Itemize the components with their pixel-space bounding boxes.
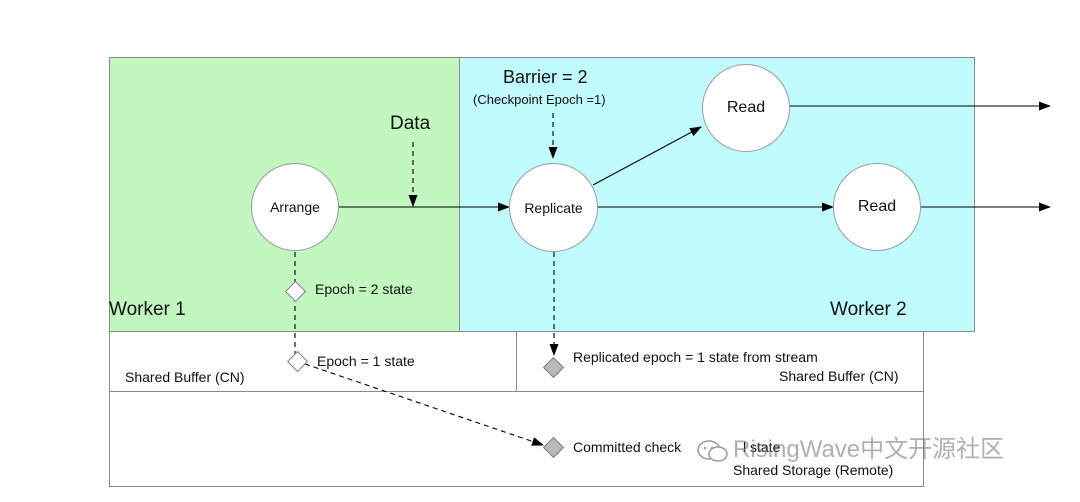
epoch2-state-label: Epoch = 2 state: [315, 281, 413, 297]
replicate-label: Replicate: [524, 199, 583, 216]
shared-storage-region: [109, 391, 924, 487]
arrange-node: Arrange: [251, 163, 339, 251]
read-right-node: Read: [833, 163, 921, 251]
wechat-watermark-icon: [697, 440, 728, 462]
committed-state-label: Committed check: [573, 439, 682, 455]
read-top-node: Read: [702, 64, 790, 152]
data-label: Data: [390, 113, 431, 134]
replicated-state-label: Replicated epoch = 1 state from stream: [573, 349, 818, 365]
commit-dashed-arrow: [304, 363, 544, 446]
replicate-node: Replicate: [509, 163, 598, 252]
shared-storage-label: Shared Storage (Remote): [733, 462, 894, 478]
replicate-to-read-top-arrow: [592, 126, 702, 186]
worker-1-label: Worker 1: [109, 299, 186, 320]
read-top-label: Read: [726, 99, 766, 116]
arrange-label: Arrange: [270, 199, 320, 215]
read-right-label: Read: [857, 198, 897, 215]
barrier-label: Barrier = 2: [503, 67, 588, 87]
checkpoint-epoch-label: (Checkpoint Epoch =1): [473, 92, 606, 107]
shared-buffer-right-label: Shared Buffer (CN): [779, 368, 899, 384]
shared-buffer-left-label: Shared Buffer (CN): [125, 369, 245, 385]
shared-buffer-right-region: [516, 331, 924, 392]
committed-state-label-tail: l state: [743, 439, 781, 455]
watermark-text: RisingWave中文开源社区: [733, 436, 1005, 463]
worker-2-label: Worker 2: [830, 299, 907, 320]
epoch1-state-label: Epoch = 1 state: [317, 353, 415, 369]
